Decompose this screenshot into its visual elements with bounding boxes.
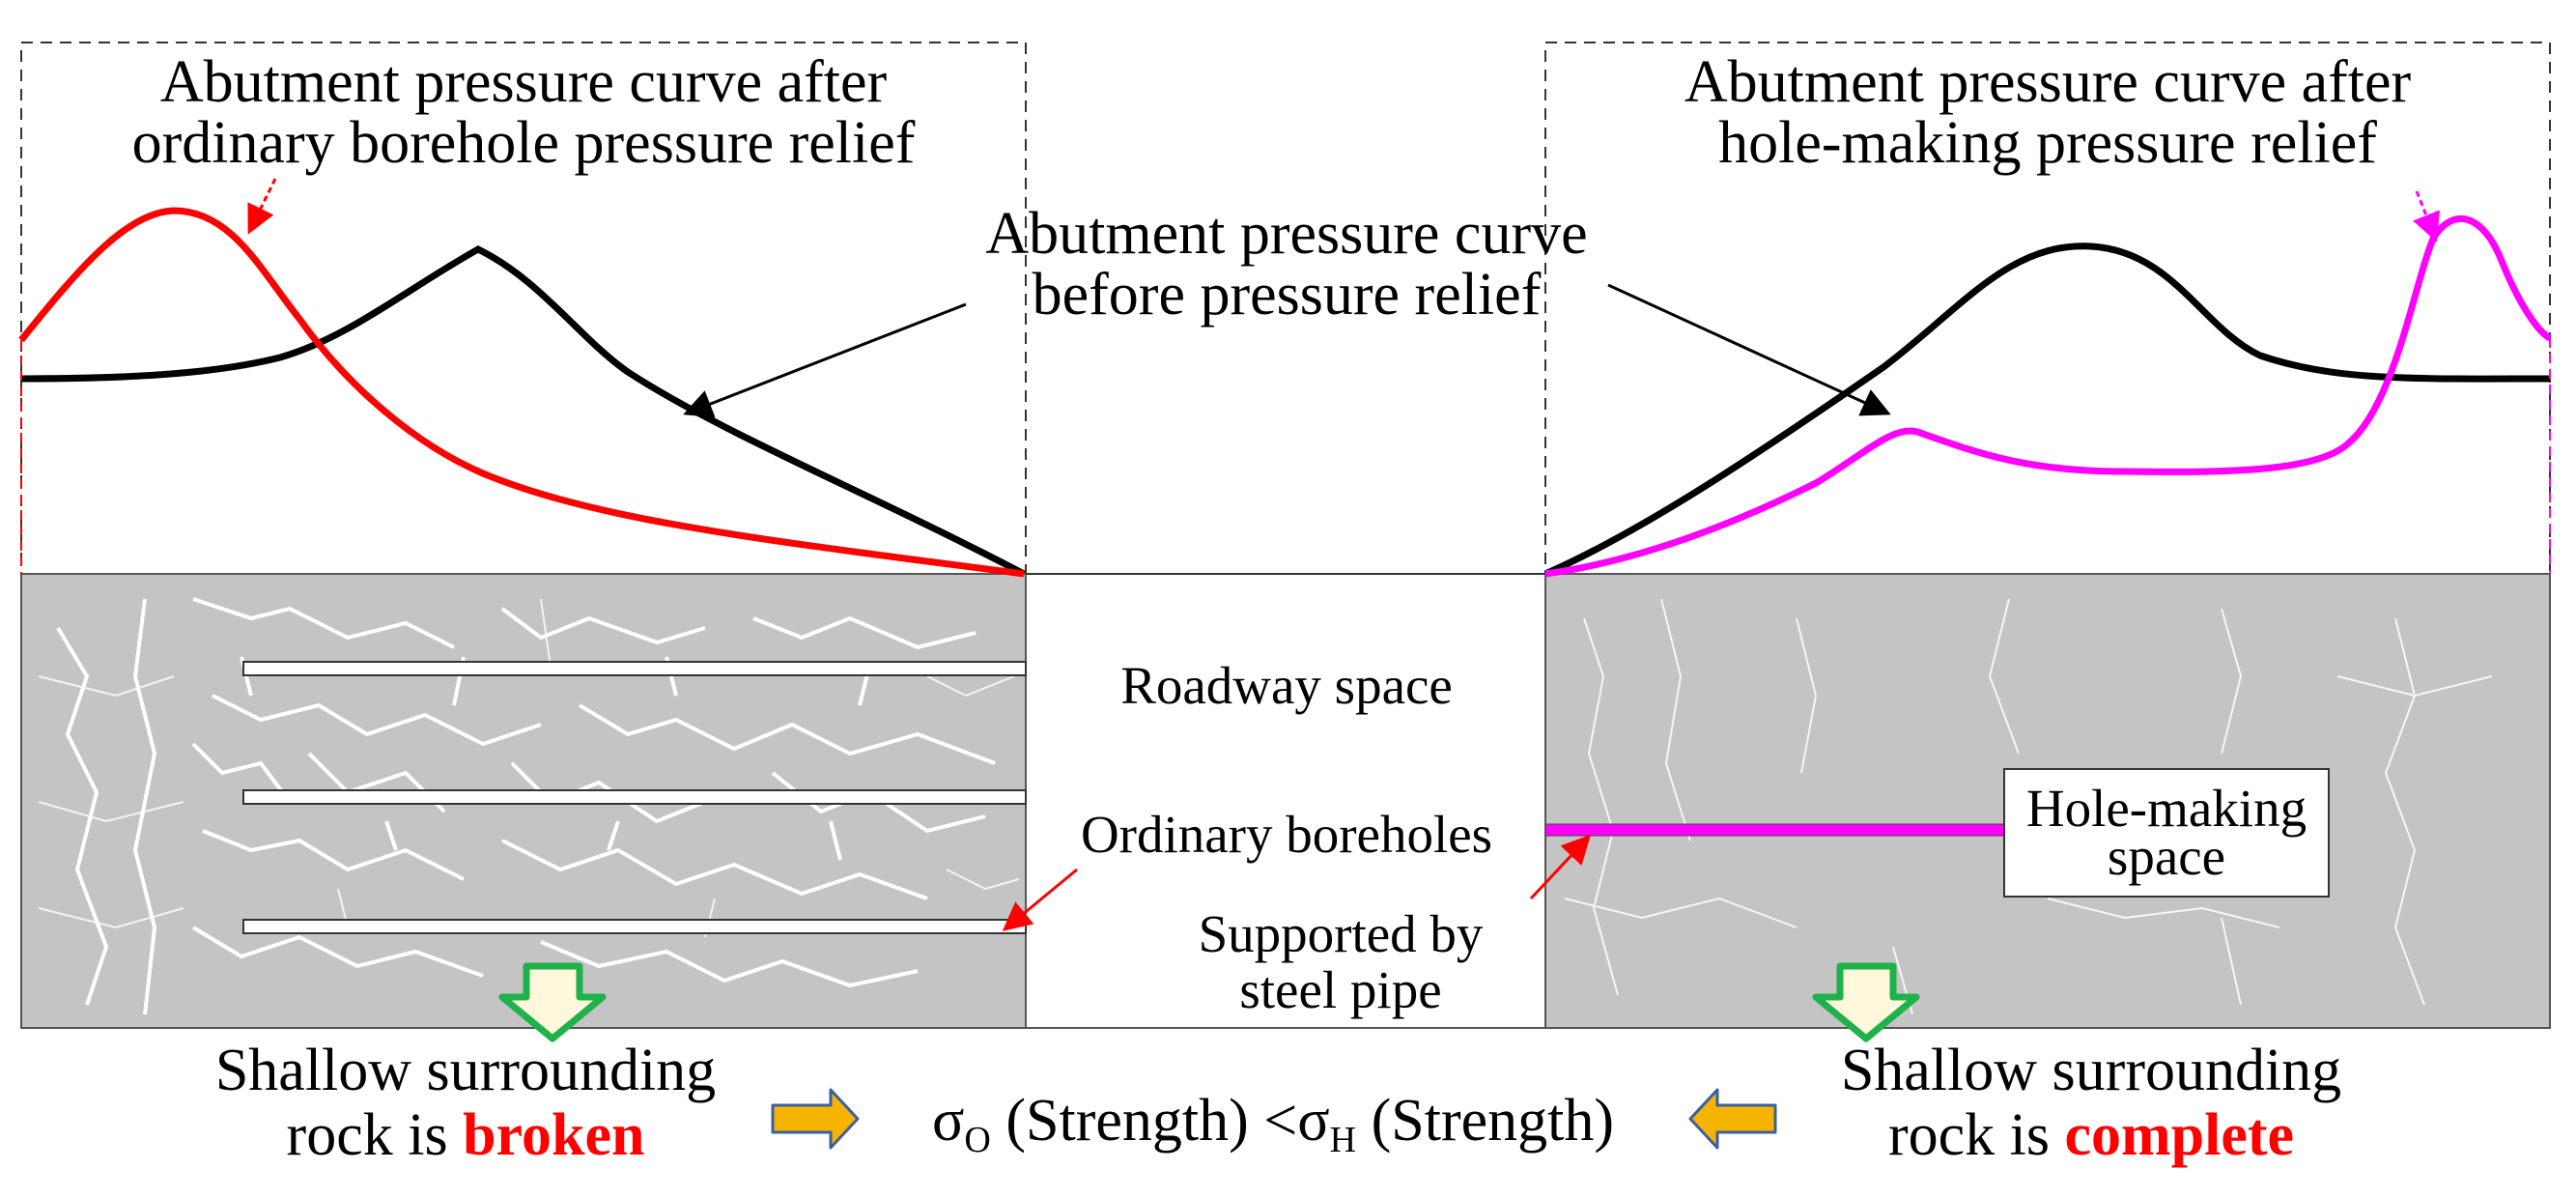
right-conclusion-prefix: rock is	[1888, 1102, 2065, 1168]
ordinary-boreholes-label: Ordinary boreholes	[1081, 805, 1492, 864]
curve-ordinary-relief	[18, 207, 1025, 578]
sigma-o-symbol: σ	[932, 1088, 964, 1154]
hole-space-label-line2: space	[2108, 827, 2225, 886]
borehole-2	[242, 789, 1027, 805]
strength-comparison: σO (Strength) <σH (Strength)	[932, 1088, 1614, 1160]
orange-arrow-left	[1688, 1088, 1777, 1150]
right-conclusion-line1: Shallow surrounding	[1841, 1038, 2341, 1103]
pointer-steel-pipe	[1529, 834, 1592, 900]
hole-making-space	[2003, 768, 2330, 898]
left-conclusion-line1: Shallow surrounding	[215, 1038, 716, 1103]
pointer-center-right	[1607, 283, 1891, 416]
pointer-center-left	[683, 302, 967, 418]
left-curve-title-line2: ordinary borehole pressure relief	[132, 110, 916, 176]
sigma-h-symbol: σ	[1297, 1088, 1329, 1154]
supported-label-line1: Supported by	[1199, 904, 1484, 963]
strength-label-o: (Strength)	[991, 1088, 1263, 1154]
supported-label-line2: steel pipe	[1239, 960, 1441, 1019]
right-conclusion-line2: rock is complete	[1888, 1102, 2294, 1168]
pointer-red-curve	[247, 178, 277, 235]
pointer-magenta-curve	[2413, 190, 2440, 242]
orange-arrow-right	[771, 1088, 860, 1150]
borehole-3	[242, 919, 1027, 934]
strength-label-h: (Strength)	[1356, 1088, 1614, 1154]
right-cracks	[1564, 598, 2493, 1015]
left-conclusion-emph: broken	[463, 1102, 644, 1168]
sub-h: H	[1330, 1120, 1356, 1160]
left-conclusion-line2: rock is broken	[287, 1102, 645, 1168]
roadway-label: Roadway space	[1120, 656, 1453, 715]
left-cracks-fine	[38, 598, 1020, 938]
curve-hole-making-relief	[1544, 215, 2552, 578]
sub-o: O	[964, 1120, 990, 1160]
borehole-1	[242, 661, 1027, 676]
pointer-boreholes	[1002, 868, 1078, 931]
roadway	[1025, 573, 1546, 1029]
left-curve-title-line1: Abutment pressure curve after	[160, 49, 888, 115]
green-down-arrow-left	[498, 962, 607, 1042]
less-than-sign: <	[1263, 1088, 1297, 1154]
steel-pipe	[1544, 823, 2005, 837]
center-curve-label-line2: before pressure relief	[1033, 262, 1542, 328]
center-curve-label-line1: Abutment pressure curve	[985, 201, 1587, 267]
right-conclusion-emph: complete	[2064, 1102, 2294, 1168]
hole-space-label-line1: Hole-making	[2026, 779, 2307, 838]
curve-before-relief-right	[1543, 242, 2551, 578]
right-curve-title-line1: Abutment pressure curve after	[1684, 49, 2412, 115]
green-down-arrow-right	[1812, 962, 1920, 1042]
left-conclusion-prefix: rock is	[287, 1102, 464, 1168]
right-curve-title-line2: hole-making pressure relief	[1718, 110, 2377, 176]
curve-before-relief-left	[20, 245, 1026, 578]
